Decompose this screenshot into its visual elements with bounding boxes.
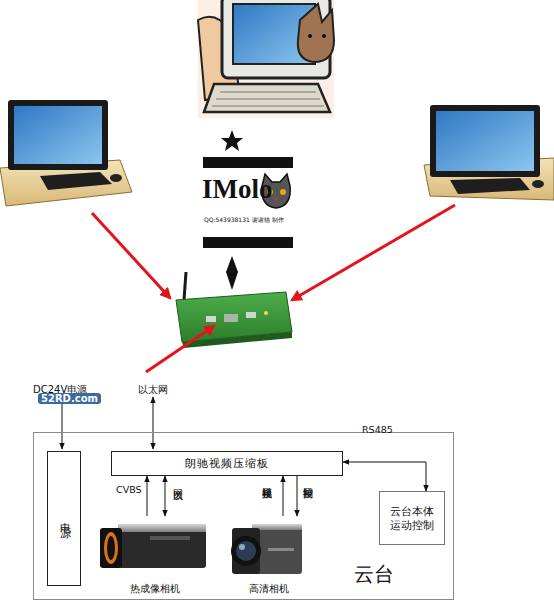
user-computer (198, 0, 334, 118)
red-arrows-part (92, 213, 170, 298)
signal-name: RS485 (362, 424, 393, 435)
signal-connector (147, 476, 148, 516)
control-box: 云台本体运动控制 (379, 491, 445, 545)
user-computer-part (308, 34, 312, 38)
power-box: 电源 (47, 451, 81, 586)
signal-name: CVBS (116, 484, 142, 495)
user-computer-part (198, 0, 334, 118)
user-computer-part (322, 34, 326, 38)
external-wires-part (153, 397, 154, 449)
signal-connector (165, 476, 166, 516)
user-computer-part (212, 92, 324, 106)
encoder-device-part (264, 311, 268, 315)
thermal-camera-part (150, 536, 190, 540)
network-label: 以太网 (138, 383, 168, 397)
thermal-camera (100, 524, 206, 568)
power-input-label: DC24V电源 (33, 383, 87, 397)
logo-credit: QQ:543938131 谢谢猫 制作 (204, 216, 284, 225)
thermal-camera-part (104, 532, 118, 564)
camera-node: 热成像相机 (99, 516, 211, 596)
left-computer (0, 100, 132, 206)
external-wires-part (62, 397, 63, 449)
encoder-device-part (246, 312, 256, 318)
right-computer-part (430, 105, 540, 177)
encoder-device-part (224, 314, 238, 322)
encoder-device-part (206, 316, 216, 322)
node-label: 云台 (354, 561, 394, 588)
hd-camera-part (268, 548, 294, 551)
left-computer-part (40, 172, 112, 190)
encoder-device-part (182, 332, 292, 348)
left-computer-part (8, 100, 108, 170)
cat-logo-part (280, 189, 286, 195)
hd-camera-part (239, 544, 245, 550)
node-label: 朗驰视频压缩板 (185, 456, 269, 471)
red-arrows-part (292, 205, 455, 300)
camera-node: 高清相机 (227, 516, 311, 596)
logo-block-part (226, 256, 238, 290)
external-wires (62, 397, 153, 449)
watermark: 52RD.com (38, 393, 101, 404)
logo-block-part (221, 130, 243, 151)
node-label: 热成像相机 (130, 582, 180, 596)
signal-connector (343, 462, 426, 491)
left-computer-part (110, 174, 122, 182)
encoder-device-part (184, 272, 186, 300)
right-computer-part (450, 178, 530, 194)
hd-camera-part (236, 541, 256, 561)
node-label: 云台本体运动控制 (386, 504, 438, 532)
right-computer-part (532, 180, 544, 188)
cat-logo-part (275, 198, 278, 201)
thermal-camera-part (118, 524, 206, 532)
cat-logo-part (267, 189, 273, 195)
hd-camera-part (232, 528, 260, 574)
node-label: 电源 (57, 513, 72, 525)
left-computer-part (14, 106, 102, 164)
hd-camera-part (252, 524, 302, 530)
right-computer (424, 105, 554, 200)
enclosure-box: 电源 朗驰视频压缩板热成像相机 高清相机 云台本体运动控制云台 (33, 432, 454, 600)
signal-connector (297, 476, 298, 516)
signal-connector (283, 476, 284, 516)
logo-text: IMolo (202, 174, 273, 205)
user-computer-part (298, 4, 334, 62)
cat-logo-part (262, 174, 290, 208)
thermal-camera-part (107, 536, 115, 560)
right-computer-part (436, 111, 534, 171)
process-box: 朗驰视频压缩板 (111, 451, 343, 476)
logo-block-part (203, 237, 293, 248)
encoder-device (176, 272, 292, 348)
thermal-camera-part (118, 524, 206, 568)
user-computer-part (204, 84, 330, 112)
hd-camera (231, 524, 302, 574)
logo-block (203, 130, 293, 290)
cat-logo (262, 174, 290, 208)
node-label: 高清相机 (249, 582, 289, 596)
hd-camera-part (231, 536, 261, 566)
red-arrows-part (146, 326, 214, 372)
red-arrows (92, 205, 455, 372)
logo-block-part (203, 157, 293, 168)
thermal-camera-part (100, 528, 122, 568)
